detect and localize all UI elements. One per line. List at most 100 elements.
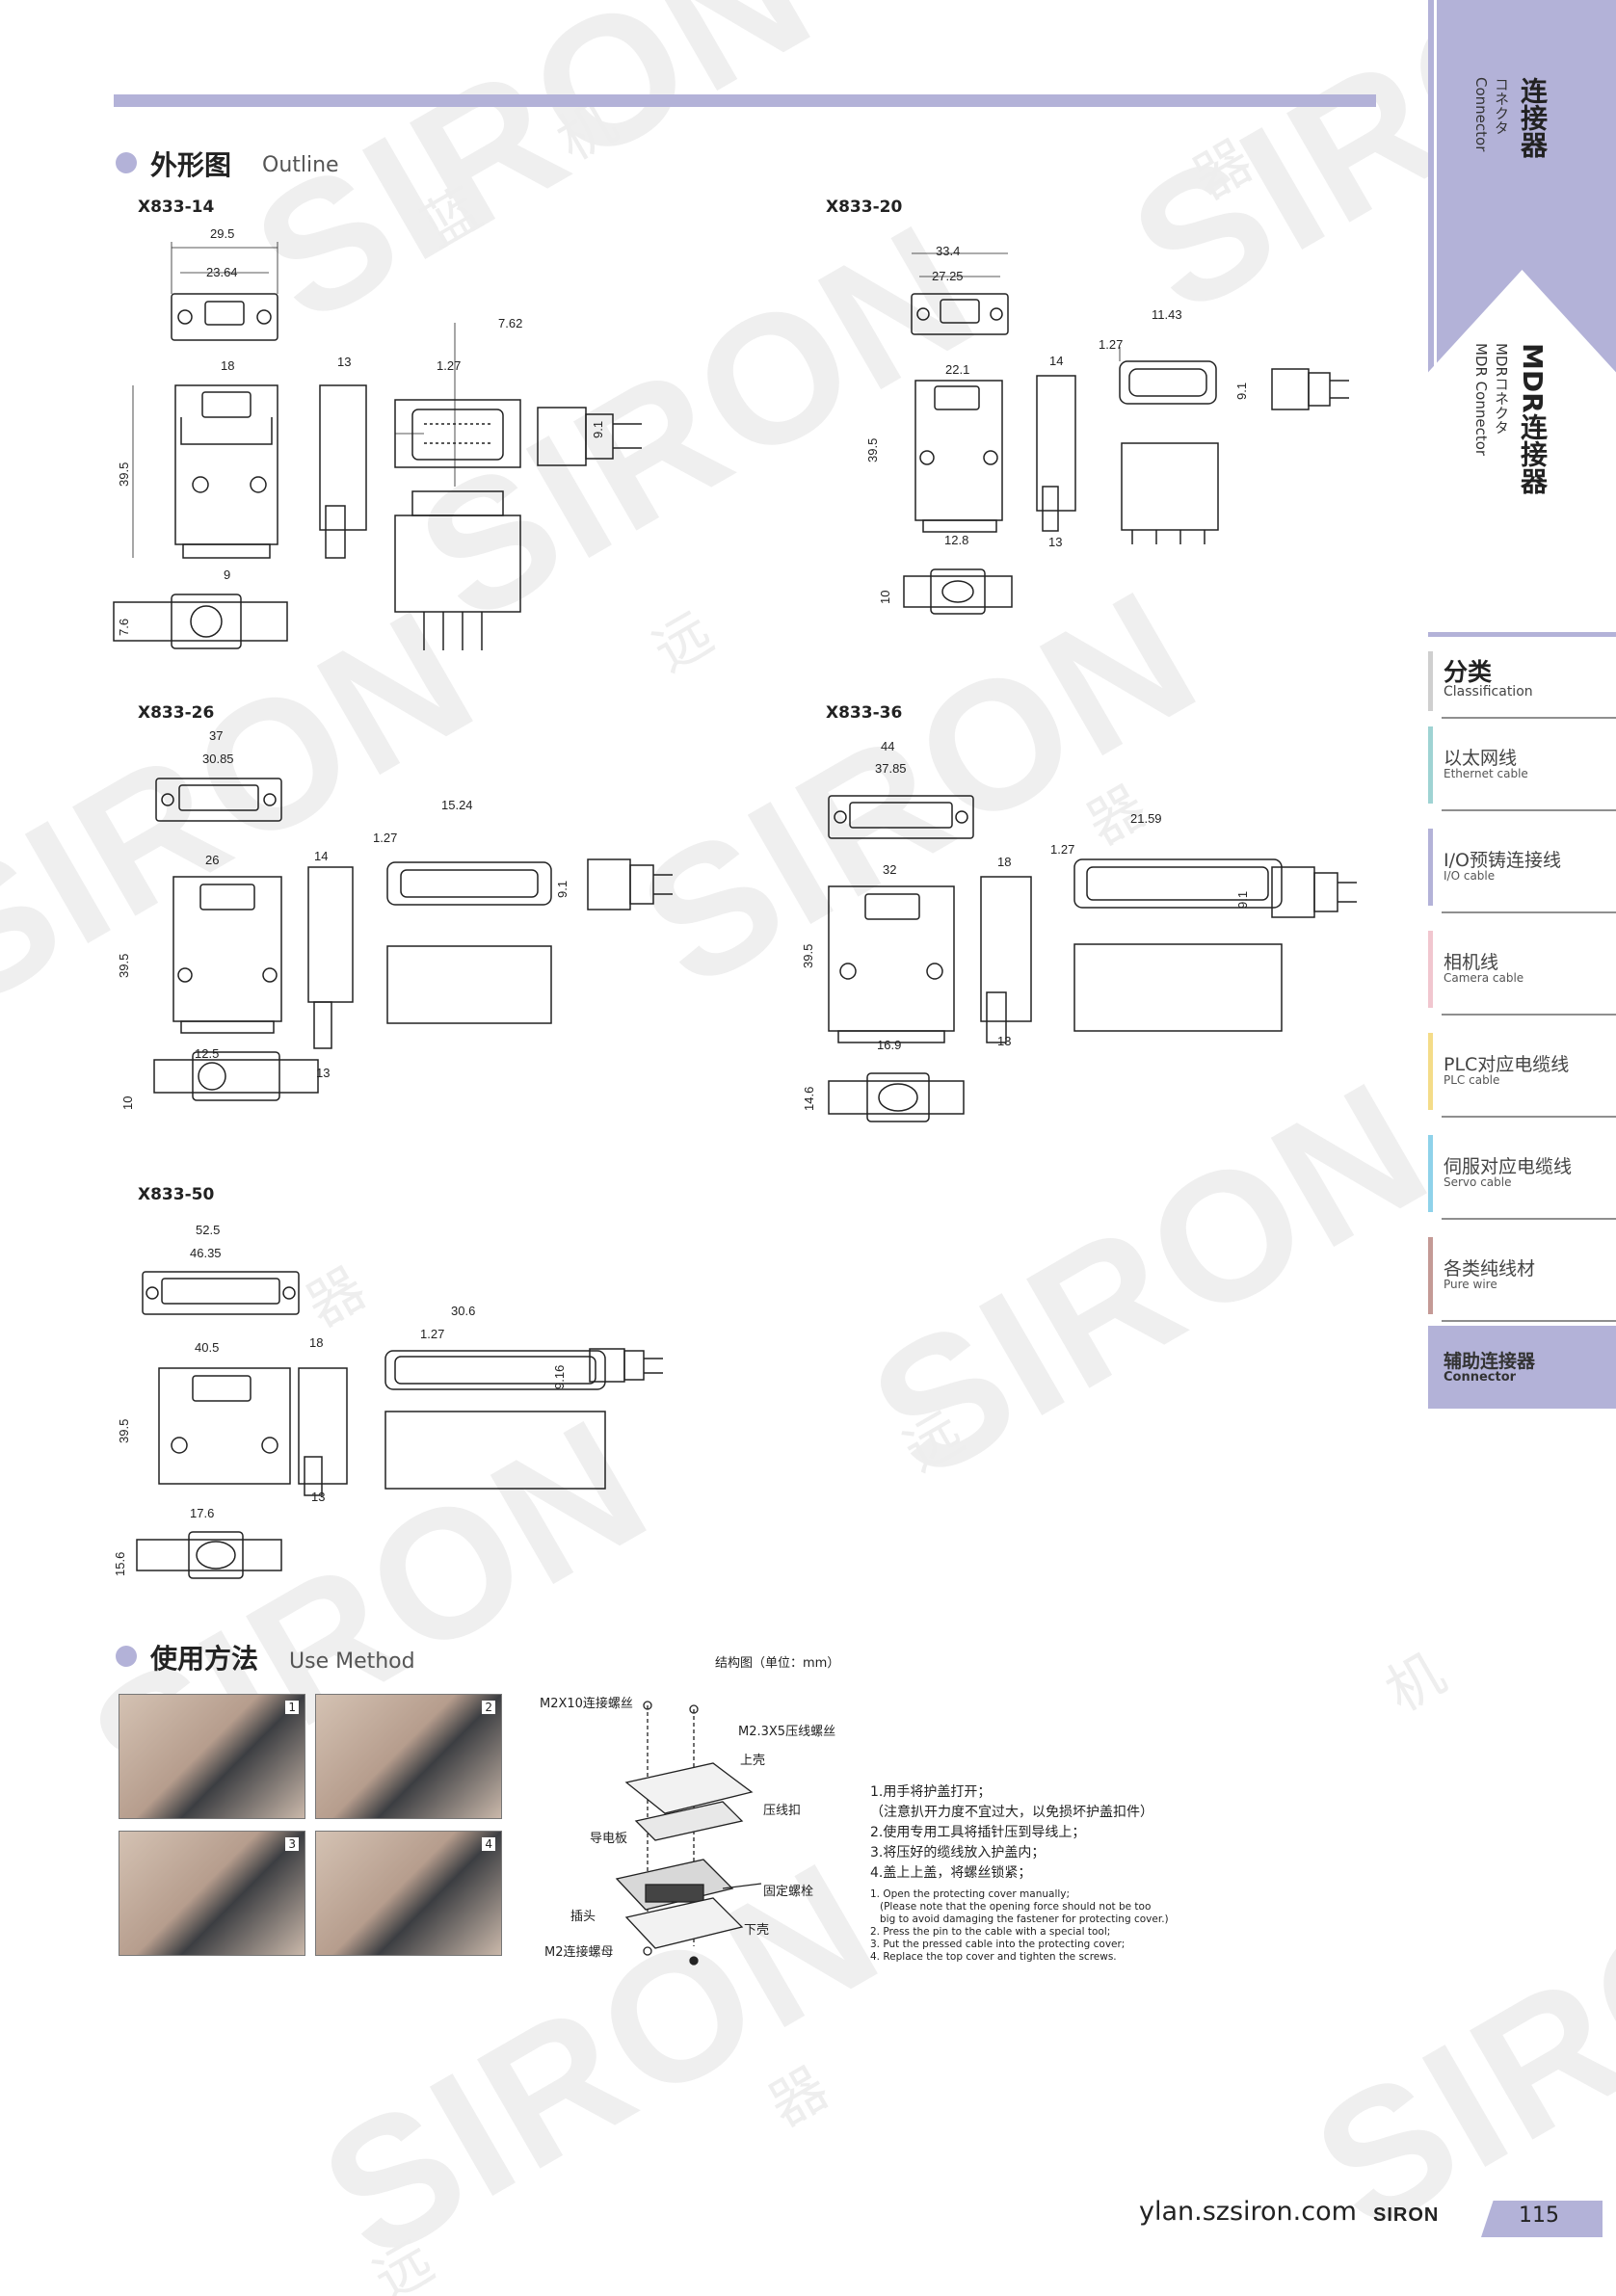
model-label: X833-20 <box>826 198 903 217</box>
dim-label: 1.27 <box>420 1327 445 1341</box>
dim-label: 26 <box>205 853 220 867</box>
sidebar-item-label: 相机线 <box>1444 952 1499 973</box>
dim-label: 29.5 <box>210 226 235 241</box>
sidebar-sep <box>1442 1320 1616 1322</box>
dim-label: 22.1 <box>945 362 970 377</box>
step-line: 3. Put the pressed cable into the protec… <box>870 1939 1126 1950</box>
sidebar-mdr-jp: MDRコネクタ <box>1493 343 1510 435</box>
steps-zh: 1.用手将护盖打开； （注意扒开力度不宜过大，以免损坏护盖扣件） 2.使用专用工… <box>870 1782 1179 1884</box>
sidebar-item-camera[interactable]: 相机线 Camera cable <box>1428 923 1616 1016</box>
sidebar-item-sublabel: Connector <box>1444 1370 1517 1385</box>
part-label: M2连接螺母 <box>544 1945 614 1960</box>
step-line: 4.盖上上盖，将螺丝锁紧； <box>870 1865 1032 1881</box>
watermark-char: 远 <box>892 1399 974 1485</box>
dim-label: 18 <box>221 358 235 373</box>
dim-label: 9.1 <box>555 880 570 898</box>
dim-label: 18 <box>997 855 1012 869</box>
photo-number: 1 <box>285 1701 299 1714</box>
dim-label: 9.1 <box>591 420 605 438</box>
sidebar-mdr-zh: MDR连接器 <box>1517 343 1549 494</box>
dim-label: 9.1 <box>1235 890 1250 909</box>
dim-label: 13 <box>316 1066 331 1080</box>
photo-number: 3 <box>285 1837 299 1851</box>
dim-label: 13 <box>337 355 352 369</box>
dim-label: 1.27 <box>373 831 398 845</box>
dim-label: 32 <box>883 862 897 877</box>
dim-label: 1.27 <box>1099 337 1124 352</box>
dim-label: 14 <box>314 849 329 863</box>
sidebar-sep <box>1442 1014 1616 1016</box>
dim-label: 1.27 <box>437 358 462 373</box>
model-label: X833-26 <box>138 703 215 723</box>
drawing-x833-14 <box>113 242 642 650</box>
dim-label: 30.85 <box>202 752 234 766</box>
dim-label: 39.5 <box>117 1418 131 1443</box>
sidebar-top-jp: コネクタ <box>1493 77 1510 135</box>
sidebar-sep <box>1442 911 1616 913</box>
footer-url[interactable]: ylan.szsiron.com <box>1139 2197 1357 2227</box>
part-label: 下壳 <box>744 1923 770 1938</box>
sidebar-bar <box>1428 651 1433 711</box>
sidebar-item-servo[interactable]: 伺服对应电缆线 Servo cable <box>1428 1127 1616 1220</box>
sidebar-divider <box>1434 0 1437 636</box>
step-line: 4. Replace the top cover and tighten the… <box>870 1951 1117 1963</box>
dim-label: 37 <box>209 728 224 743</box>
photo-number: 2 <box>482 1701 495 1714</box>
steps-en: 1. Open the protecting cover manually; (… <box>870 1888 1198 1964</box>
sidebar-item-label: 辅助连接器 <box>1444 1351 1536 1372</box>
outline-title-zh: 外形图 <box>150 149 232 181</box>
dim-label: 12.5 <box>195 1046 220 1061</box>
dim-label: 10 <box>120 1095 135 1110</box>
dim-label: 9 <box>224 567 231 582</box>
sidebar-bar <box>1428 1033 1433 1110</box>
section-bullet <box>116 1646 137 1667</box>
dim-label: 27.25 <box>932 269 964 283</box>
part-label: 插头 <box>570 1910 596 1924</box>
diagram-caption: 结构图（单位：mm） <box>715 1656 840 1671</box>
sidebar-item-wire[interactable]: 各类纯线材 Pure wire <box>1428 1229 1616 1322</box>
sidebar-item-sublabel: I/O cable <box>1444 869 1496 883</box>
sidebar-item-plc[interactable]: PLC对应电缆线 PLC cable <box>1428 1025 1616 1118</box>
step-photo: 3 <box>119 1831 305 1956</box>
sidebar-bar <box>1428 829 1433 906</box>
drawing-x833-36 <box>828 795 1357 1122</box>
dim-label: 39.5 <box>117 953 131 978</box>
sidebar-item-ethernet[interactable]: 以太网线 Ethernet cable <box>1428 719 1616 811</box>
step-line: 3.将压好的缆线放入护盖内； <box>870 1845 1046 1861</box>
step-line: 1.用手将护盖打开； <box>870 1784 992 1800</box>
sidebar-bar <box>1428 1237 1433 1314</box>
sidebar-item-io[interactable]: I/O预铸连接线 I/O cable <box>1428 821 1616 913</box>
dim-label: 7.6 <box>117 618 131 636</box>
watermark-char: 机 <box>545 89 627 174</box>
dim-label: 13 <box>311 1490 326 1504</box>
sidebar-item-sublabel: Ethernet cable <box>1444 767 1528 780</box>
sidebar-item-sublabel: Pure wire <box>1444 1278 1497 1291</box>
dim-label: 13 <box>1048 535 1063 549</box>
watermark-char: 器 <box>757 2054 839 2140</box>
dim-label: 17.6 <box>190 1506 215 1520</box>
part-label: M2X10连接螺丝 <box>540 1697 633 1711</box>
watermark-char: 机 <box>1374 1640 1456 1726</box>
model-label: X833-50 <box>138 1185 215 1204</box>
dim-label: 16.9 <box>877 1038 902 1052</box>
sidebar-item-label: 以太网线 <box>1444 748 1518 769</box>
sidebar-class-zh: 分类 <box>1444 658 1493 686</box>
step-photo: 4 <box>315 1831 502 1956</box>
sidebar-item-label: 伺服对应电缆线 <box>1444 1156 1573 1177</box>
dim-label: 15.6 <box>113 1551 127 1576</box>
sidebar-class-en: Classification <box>1444 684 1533 699</box>
drawing-x833-20 <box>903 252 1349 615</box>
dim-label: 18 <box>309 1335 324 1350</box>
part-label: 导电板 <box>590 1832 628 1846</box>
dim-label: 14 <box>1049 354 1064 368</box>
step-line: (Please note that the opening force shou… <box>880 1901 1152 1913</box>
dim-label: 52.5 <box>196 1223 221 1237</box>
sidebar-sep <box>1442 1116 1616 1118</box>
dim-label: 9.1 <box>1234 382 1249 400</box>
step-line: （注意扒开力度不宜过大，以免损坏护盖扣件） <box>870 1805 1153 1820</box>
sidebar-bar <box>1428 726 1433 804</box>
sidebar-classification: 分类 Classification <box>1428 642 1616 719</box>
dim-label: 39.5 <box>801 943 815 968</box>
sidebar-item-connector-active[interactable]: 辅助连接器 Connector <box>1428 1326 1616 1409</box>
sidebar-bar <box>1428 931 1433 1008</box>
